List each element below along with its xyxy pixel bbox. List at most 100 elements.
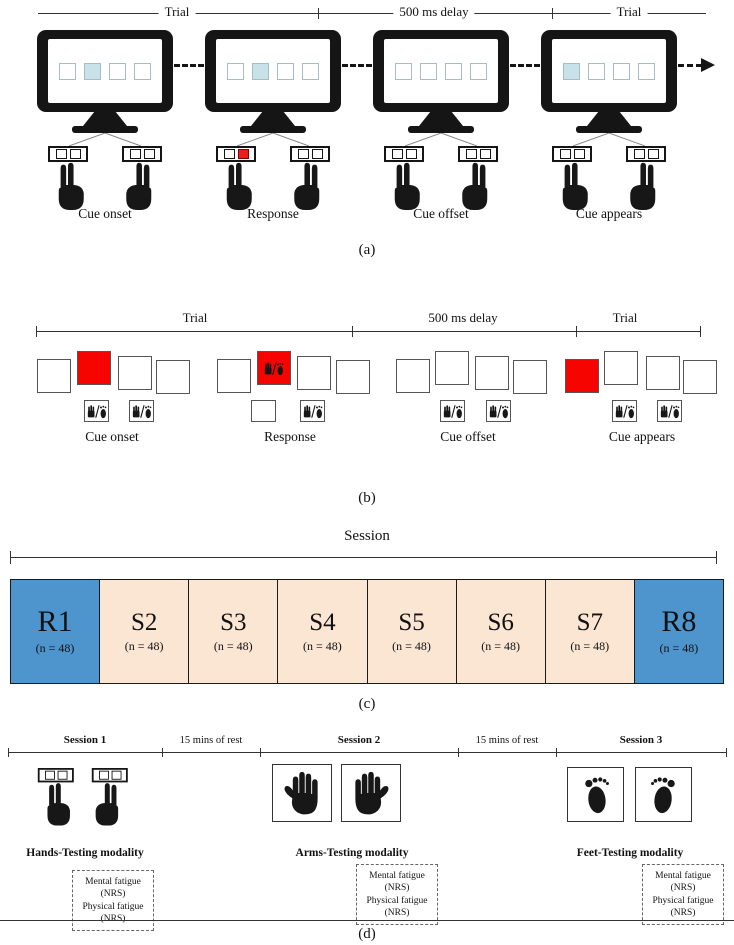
cue-square — [37, 359, 71, 393]
arms-modality-label: Arms-Testing modality — [295, 847, 409, 859]
effector-box — [486, 400, 511, 422]
palm-hand-icon — [350, 770, 392, 816]
stage-caption: Cue appears — [608, 429, 676, 444]
key — [633, 149, 645, 159]
session-2-label: Session 2 — [337, 734, 381, 746]
fatigue-scales-box: Mental fatigue (NRS) Physical fatigue (N… — [642, 864, 724, 926]
monitor-stand-base — [72, 126, 138, 133]
monitor-screen — [552, 39, 666, 103]
timeline-label-delay: 500 ms delay — [422, 310, 504, 326]
key — [573, 149, 585, 159]
cue-square — [156, 360, 190, 394]
panel-b-label: (b) — [358, 490, 376, 506]
bracket-tick — [716, 551, 717, 564]
monitor — [373, 30, 509, 112]
stimulus-cell — [277, 62, 294, 80]
stimulus-cell — [84, 62, 101, 80]
cue-square — [336, 360, 370, 394]
fatigue-line: Mental fatigue — [655, 871, 711, 881]
key — [143, 149, 155, 159]
hand-foot-icon — [488, 404, 510, 419]
monitor-stand-base — [240, 126, 306, 133]
left-hand — [550, 146, 594, 210]
session-3-label: Session 3 — [619, 734, 663, 746]
session-title: Session — [344, 528, 390, 544]
stage-caption: Response — [247, 206, 299, 221]
stimulus-cell — [445, 62, 462, 80]
stimulus-cell — [470, 62, 487, 80]
left-hand — [46, 146, 90, 210]
timeline-tick — [552, 8, 553, 19]
tap-hand-icon — [291, 160, 329, 210]
effector-box — [300, 400, 325, 422]
fatigue-line: Physical fatigue — [652, 895, 714, 906]
key — [98, 770, 109, 780]
key — [57, 770, 68, 780]
right-hand — [456, 146, 500, 210]
right-hand — [624, 146, 668, 210]
hand-foot-icon — [263, 361, 285, 376]
cue-square — [396, 359, 430, 393]
tap-hand-icon — [459, 160, 497, 210]
key-pair — [216, 146, 256, 162]
dashed-connector — [342, 64, 372, 67]
block-s2: S2 (n = 48) — [100, 580, 190, 683]
rest-label: 15 mins of rest — [475, 735, 539, 746]
block-s6: S6 (n = 48) — [456, 580, 546, 683]
monitor — [541, 30, 677, 112]
key-pair — [122, 146, 162, 162]
fatigue-line: Mental fatigue — [369, 871, 425, 881]
tap-hand-icon — [93, 781, 127, 826]
session-bracket-line — [10, 557, 717, 558]
block-r1: R1 (n = 48) — [11, 580, 101, 683]
key — [44, 770, 55, 780]
timeline-label-delay: 500 ms delay — [393, 4, 475, 20]
key — [223, 149, 235, 159]
key — [391, 149, 403, 159]
left-hand — [382, 146, 426, 210]
stage-caption: Cue offset — [413, 206, 469, 221]
block-count: (n = 48) — [213, 638, 253, 653]
tap-hand-icon — [217, 160, 255, 210]
fatigue-scales-box: Mental fatigue (NRS) Physical fatigue (N… — [72, 870, 154, 932]
key-pair — [48, 146, 88, 162]
panel-c-label: (c) — [358, 696, 376, 712]
block-name: R1 — [37, 605, 73, 638]
monitor — [205, 30, 341, 112]
key-pair — [290, 146, 330, 162]
stage-caption: Cue appears — [575, 206, 643, 221]
stage-caption: Cue onset — [78, 206, 132, 221]
panel-d-bottom-rule — [0, 920, 734, 921]
key — [297, 149, 309, 159]
dashed-connector — [510, 64, 540, 67]
block-name: S7 — [576, 608, 604, 636]
bracket-tick — [10, 551, 11, 564]
effector-box — [129, 400, 154, 422]
effector-box — [84, 400, 109, 422]
cue-square — [297, 356, 331, 390]
stage-caption: Cue onset — [85, 429, 139, 444]
stimulus-cell — [638, 62, 655, 80]
hands-modality-label: Hands-Testing modality — [26, 847, 144, 859]
cue-square — [118, 356, 152, 390]
key-pair — [552, 146, 592, 162]
fatigue-line: (NRS) — [670, 908, 696, 919]
tap-hand-icon — [385, 160, 423, 210]
stimulus-cell — [109, 62, 126, 80]
stimulus-cell — [227, 62, 244, 80]
block-name: S5 — [398, 608, 425, 636]
key — [647, 149, 659, 159]
key — [311, 149, 323, 159]
tap-hand-icon — [49, 160, 87, 210]
block-name: S2 — [130, 608, 158, 636]
monitor-stand-base — [408, 126, 474, 133]
timeline-tick — [162, 748, 163, 757]
block-name: R8 — [661, 605, 697, 638]
fatigue-scales-box: Mental fatigue (NRS) Physical fatigue (N… — [356, 864, 438, 926]
block-s3: S3 (n = 48) — [189, 580, 279, 683]
timeline-label-trial: Trial — [158, 4, 196, 20]
block-count: (n = 48) — [124, 638, 164, 653]
monitor-screen — [216, 39, 330, 103]
timeline-tick — [458, 748, 459, 757]
stimulus-cell — [395, 62, 412, 80]
